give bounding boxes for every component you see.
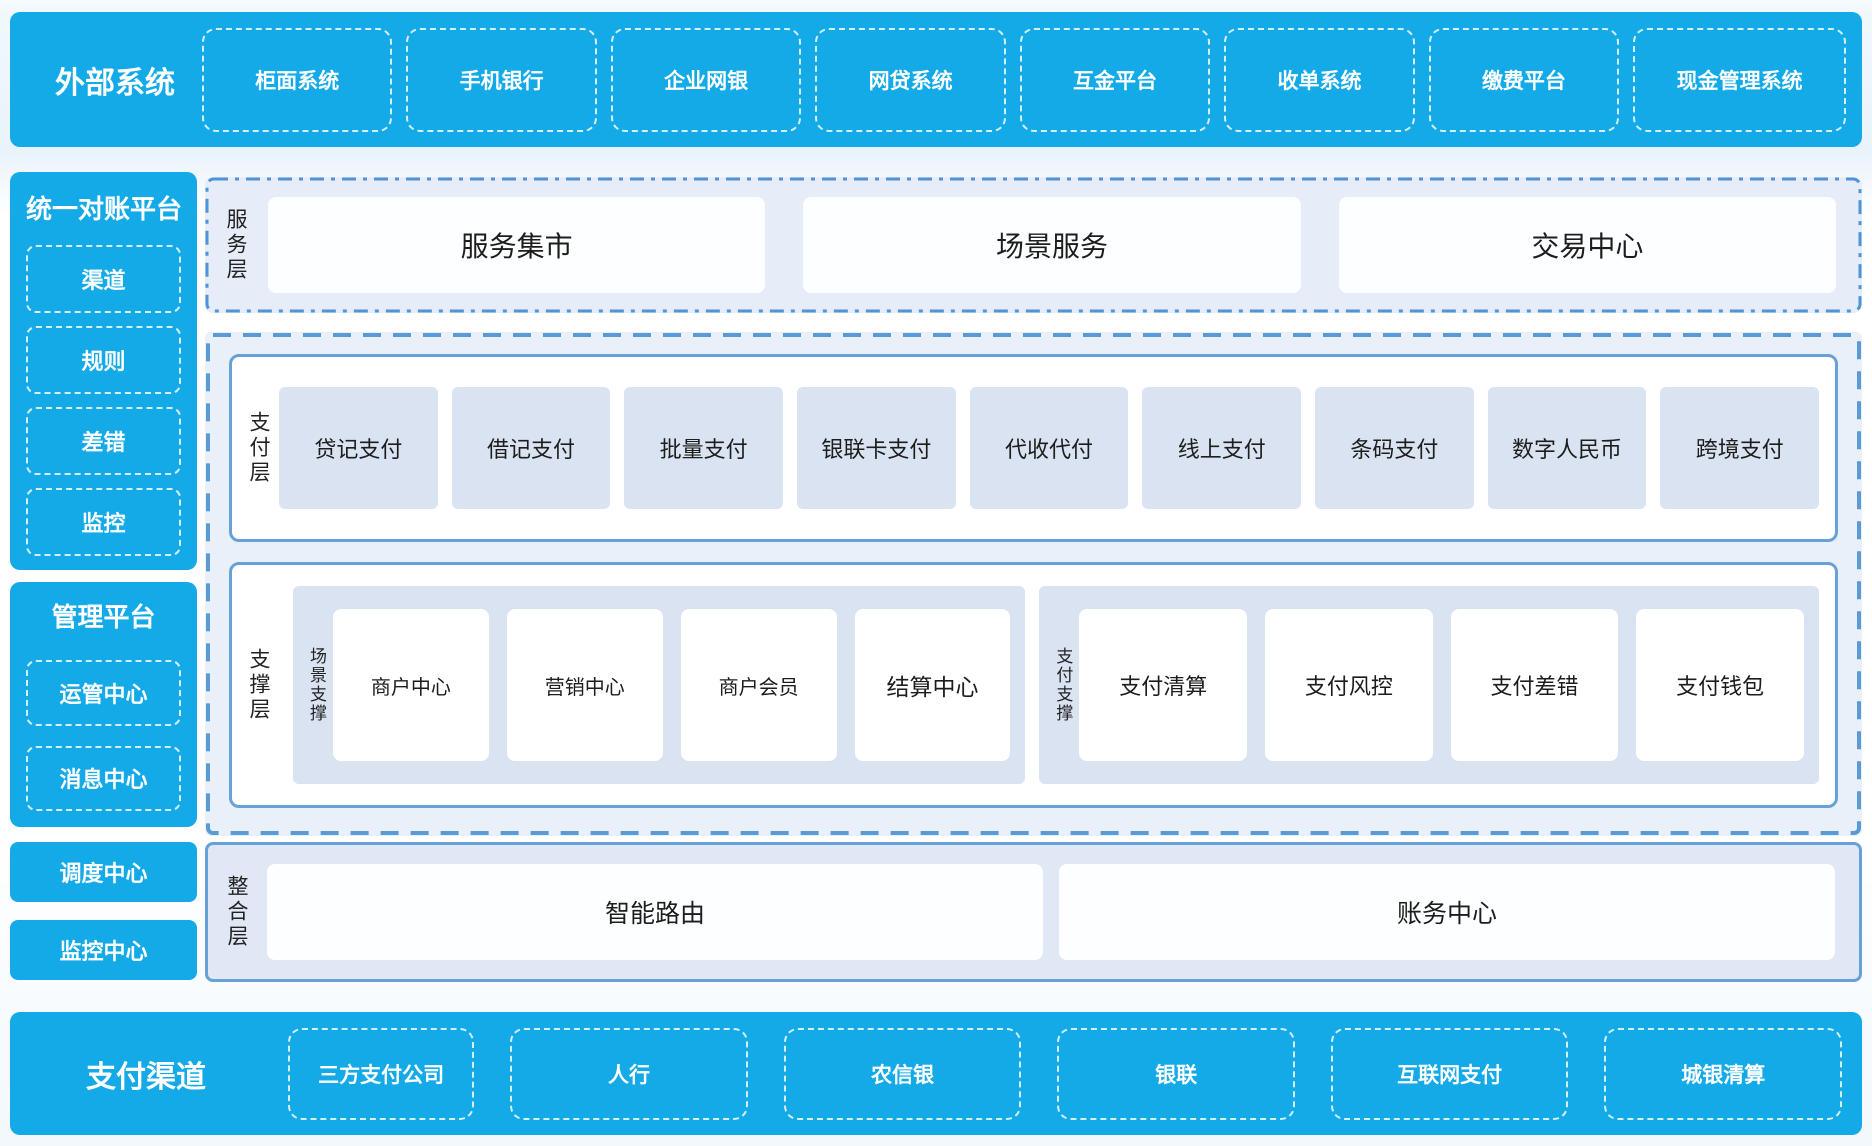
payment-item: 线上支付 — [1142, 387, 1301, 509]
reconciliation-item: 差错 — [26, 407, 181, 475]
monitoring-center-box: 监控中心 — [10, 920, 197, 980]
management-item: 运管中心 — [26, 660, 181, 726]
payment-item: 批量支付 — [624, 387, 783, 509]
reconciliation-item: 渠道 — [26, 245, 181, 313]
support-card: 商户会员 — [681, 609, 837, 761]
external-systems-items: 柜面系统 手机银行 企业网银 网贷系统 互金平台 收单系统 缴费平台 现金管理系… — [202, 30, 1846, 130]
payment-item: 数字人民币 — [1488, 387, 1647, 509]
payment-item: 借记支付 — [452, 387, 611, 509]
dispatch-center-box: 调度中心 — [10, 842, 197, 902]
support-card: 支付钱包 — [1636, 609, 1804, 761]
payment-item: 条码支付 — [1315, 387, 1474, 509]
reconciliation-item: 规则 — [26, 326, 181, 394]
service-layer-item: 交易中心 — [1339, 197, 1836, 293]
support-layer-label: 支撑层 — [248, 648, 269, 723]
external-system-item: 柜面系统 — [202, 28, 392, 132]
reconciliation-item: 监控 — [26, 488, 181, 556]
external-system-item: 手机银行 — [406, 28, 596, 132]
payment-channel-item: 互联网支付 — [1331, 1028, 1569, 1120]
payment-layer-items: 贷记支付 借记支付 批量支付 银联卡支付 代收代付 线上支付 条码支付 数字人民… — [279, 387, 1819, 509]
payment-channels-items: 三方支付公司 人行 农信银 银联 互联网支付 城银清算 — [288, 1030, 1842, 1118]
payment-support-label: 支付支撑 — [1054, 647, 1071, 723]
external-system-item: 收单系统 — [1224, 28, 1414, 132]
integration-layer-section: 整合层 智能路由 账务中心 — [205, 842, 1862, 982]
service-layer-section: 服务层 服务集市 场景服务 交易中心 — [205, 177, 1862, 313]
support-card: 结算中心 — [855, 609, 1011, 761]
external-system-item: 缴费平台 — [1429, 28, 1619, 132]
management-platform-title: 管理平台 — [26, 594, 181, 640]
service-layer-label: 服务层 — [225, 208, 246, 283]
payment-channel-item: 三方支付公司 — [288, 1028, 474, 1120]
payment-channel-item: 农信银 — [784, 1028, 1022, 1120]
integration-item: 智能路由 — [267, 864, 1043, 960]
scene-support-cards: 商户中心 营销中心 商户会员 结算中心 — [333, 609, 1010, 761]
payment-channels-bar: 支付渠道 三方支付公司 人行 农信银 银联 互联网支付 城银清算 — [10, 1012, 1862, 1135]
scene-support-label: 场景支撑 — [308, 647, 325, 723]
external-systems-label: 外部系统 — [40, 58, 190, 102]
integration-layer-label: 整合层 — [226, 875, 247, 950]
support-card: 支付清算 — [1079, 609, 1247, 761]
payment-item: 代收代付 — [970, 387, 1129, 509]
external-system-item: 互金平台 — [1020, 28, 1210, 132]
service-layer-item: 场景服务 — [803, 197, 1300, 293]
payment-channel-item: 人行 — [510, 1028, 748, 1120]
payment-layer-box: 支付层 贷记支付 借记支付 批量支付 银联卡支付 代收代付 线上支付 条码支付 … — [229, 354, 1838, 542]
support-card: 支付差错 — [1451, 609, 1619, 761]
management-platform-box: 管理平台 运管中心 消息中心 — [10, 582, 197, 827]
support-card: 商户中心 — [333, 609, 489, 761]
payment-channel-item: 银联 — [1057, 1028, 1295, 1120]
management-item: 消息中心 — [26, 746, 181, 812]
support-layer-box: 支撑层 场景支撑 商户中心 营销中心 商户会员 结算中心 支付支撑 支付清算 支… — [229, 562, 1838, 808]
payment-support-panel: 支付支撑 支付清算 支付风控 支付差错 支付钱包 — [1039, 586, 1819, 784]
core-layers-container: 支付层 贷记支付 借记支付 批量支付 银联卡支付 代收代付 线上支付 条码支付 … — [205, 332, 1862, 836]
external-system-item: 现金管理系统 — [1633, 28, 1846, 132]
reconciliation-platform-title: 统一对账平台 — [26, 186, 181, 232]
support-card: 营销中心 — [507, 609, 663, 761]
support-card: 支付风控 — [1265, 609, 1433, 761]
payment-channel-item: 城银清算 — [1604, 1028, 1842, 1120]
payment-item: 贷记支付 — [279, 387, 438, 509]
external-system-item: 企业网银 — [611, 28, 801, 132]
scene-support-panel: 场景支撑 商户中心 营销中心 商户会员 结算中心 — [293, 586, 1025, 784]
service-layer-items: 服务集市 场景服务 交易中心 — [268, 197, 1836, 293]
service-layer-item: 服务集市 — [268, 197, 765, 293]
payment-channels-label: 支付渠道 — [46, 1052, 246, 1096]
integration-layer-items: 智能路由 账务中心 — [267, 864, 1835, 960]
payment-item: 跨境支付 — [1660, 387, 1819, 509]
external-systems-bar: 外部系统 柜面系统 手机银行 企业网银 网贷系统 互金平台 收单系统 缴费平台 … — [10, 12, 1862, 147]
reconciliation-platform-box: 统一对账平台 渠道 规则 差错 监控 — [10, 172, 197, 570]
payment-support-cards: 支付清算 支付风控 支付差错 支付钱包 — [1079, 609, 1804, 761]
payment-item: 银联卡支付 — [797, 387, 956, 509]
payment-layer-label: 支付层 — [248, 411, 269, 486]
integration-item: 账务中心 — [1059, 864, 1835, 960]
external-system-item: 网贷系统 — [815, 28, 1005, 132]
